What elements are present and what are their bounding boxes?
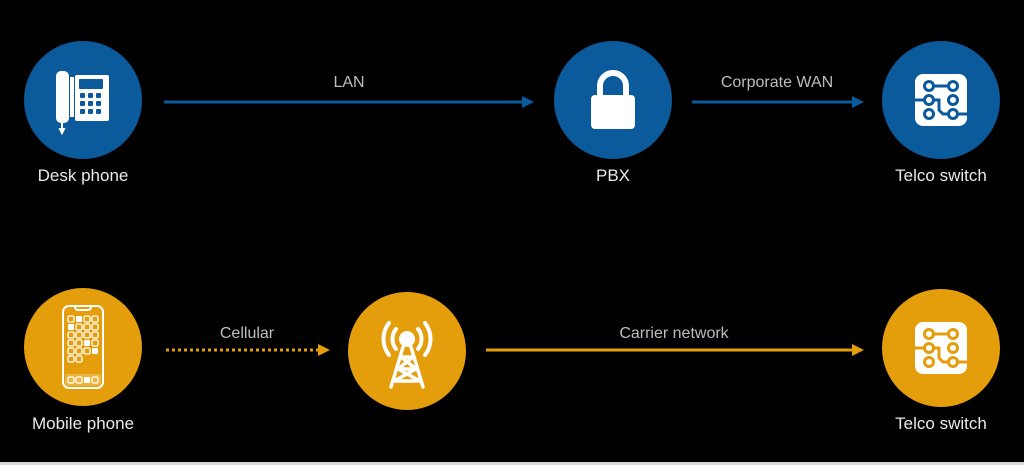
edge-carrier-network-arrow: [486, 344, 864, 356]
lock-icon: [591, 70, 635, 129]
node-desk-phone: [24, 41, 142, 159]
node-label-telco-switch-2: Telco switch: [895, 414, 987, 433]
edge-label-lan: LAN: [333, 74, 365, 91]
circuit-switch-icon: [915, 74, 967, 126]
cell-tower-icon: [381, 321, 433, 389]
node-telco-switch: [882, 41, 1000, 159]
node-label-telco-switch: Telco switch: [895, 166, 987, 185]
circuit-switch-icon: [915, 322, 967, 374]
bottom-border: [0, 462, 1024, 465]
node-label-desk-phone: Desk phone: [37, 166, 129, 185]
edge-label-corporate-wan: Corporate WAN: [720, 74, 834, 91]
edge-corporate-wan-arrow: [692, 96, 864, 108]
node-pbx: [554, 41, 672, 159]
node-label-mobile-phone: Mobile phone: [31, 414, 135, 433]
arrow-right-icon: [486, 344, 864, 356]
arrow-right-icon: [164, 96, 534, 108]
edge-lan-arrow: [164, 96, 534, 108]
dotted-arrow-right-icon: [166, 344, 330, 356]
node-mobile-phone: [24, 288, 142, 406]
edge-label-cellular: Cellular: [219, 325, 275, 342]
node-telco-switch-2: [882, 289, 1000, 407]
edge-cellular-arrow: [166, 344, 330, 356]
edge-label-carrier-network: Carrier network: [619, 325, 729, 342]
arrow-right-icon: [692, 96, 864, 108]
desk-phone-icon: [56, 71, 109, 135]
node-label-pbx: PBX: [595, 166, 631, 185]
node-cell-tower: [348, 292, 466, 410]
smartphone-icon: [62, 305, 104, 389]
